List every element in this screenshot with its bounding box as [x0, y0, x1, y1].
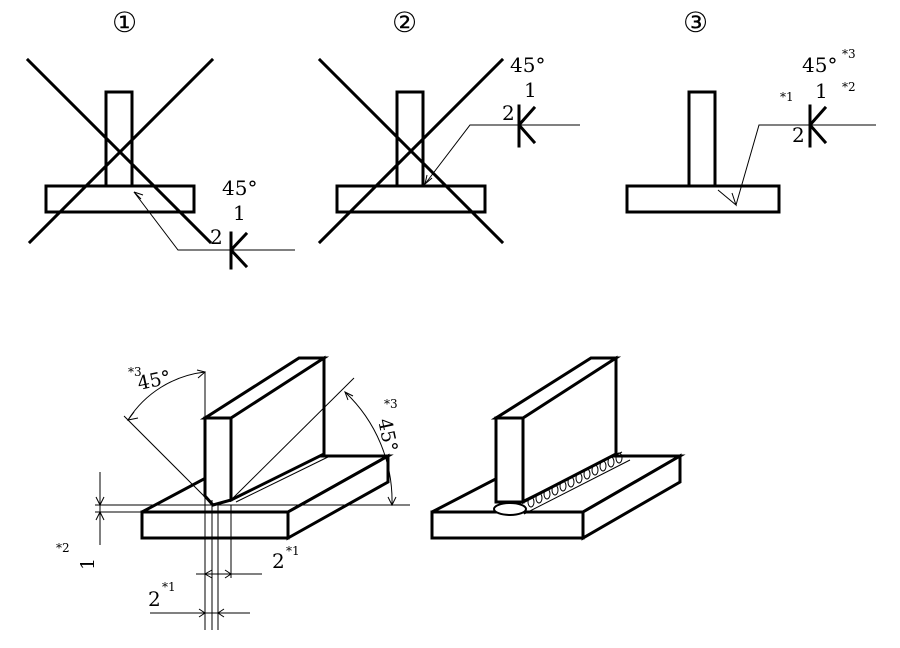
weld-ripple [567, 476, 575, 488]
iso-right-angle-arrow-a [344, 390, 354, 401]
panel-3-root-note: *2 [842, 80, 856, 94]
panel-3-leg-note: *1 [780, 90, 794, 104]
weld-ripple [535, 492, 543, 504]
iso-right-angle-ray [230, 377, 355, 501]
panel-2-leg: 2 [502, 101, 515, 125]
panel-2-leader-line [424, 124, 580, 185]
weld-ripple [527, 496, 535, 508]
iso-welded-joint [430, 355, 686, 541]
weld-ripple [607, 456, 615, 468]
panel-1-root-gap: 1 [233, 201, 246, 225]
panel-2-weld-symbol-bevel [516, 105, 537, 145]
panel-1-leader-arrow [133, 191, 144, 200]
panel-1-angle: 45° [222, 176, 257, 200]
panel-3-leg: 2 [792, 123, 805, 147]
iso-left-web-front [203, 416, 233, 507]
panel-2: ② 45° 1 2 [317, 6, 580, 245]
iso-leg-right-arrow-a [224, 569, 232, 579]
panel-3-base-plate [625, 184, 781, 214]
panel-1-marker: ① [112, 6, 137, 39]
iso-weld-bead-end [493, 502, 527, 516]
panel-3: ③ 45° *3 1 *2 2 *1 [625, 6, 876, 214]
weld-ripple [575, 472, 583, 484]
iso-gap-note: *2 [56, 541, 70, 555]
weld-ripple [583, 468, 591, 480]
weld-ripple [559, 480, 567, 492]
panel-3-web-plate [687, 90, 717, 188]
panel-1-leg: 2 [210, 225, 223, 249]
panel-1-cross-line-b [27, 57, 215, 245]
panel-2-root-gap: 1 [524, 78, 537, 102]
iso-weld-bead-edge-bottom [523, 459, 631, 515]
panel-1-base-plate [44, 184, 196, 214]
iso-left-groove-line-2 [235, 455, 331, 503]
weld-ripple [615, 452, 623, 464]
panel-3-leader-line [735, 124, 876, 206]
panel-2-marker: ② [392, 6, 417, 39]
panel-2-leader-arrow [424, 174, 433, 186]
iso-left-angle-arrow-b [196, 369, 207, 379]
panel-3-angle-note: *3 [842, 47, 856, 61]
panel-2-web-plate [395, 90, 425, 188]
iso-left-base-front [140, 510, 290, 540]
iso-weld-web-top [490, 356, 622, 420]
panel-1-weld-symbol-bevel [228, 231, 249, 269]
iso-weld-bead-ripples [527, 452, 623, 508]
panel-1-web-plate [104, 90, 134, 188]
panel-3-root-gap: 1 [815, 79, 828, 103]
panel-1-leader-line [133, 191, 295, 251]
iso-left-base-side [286, 453, 390, 541]
iso-angle-right: 45° [373, 416, 402, 454]
iso-leg-bottom-arrow-a [198, 608, 206, 618]
panel-2-base-plate [335, 184, 487, 214]
panel-2-angle: 45° [510, 53, 545, 77]
panel-1: ① 45° 1 2 [25, 6, 295, 270]
iso-leg-right-arrow-b [203, 569, 213, 579]
iso-left-angle-ray [123, 415, 214, 506]
weld-ripple [551, 484, 559, 496]
iso-angle-left-note: *3 [128, 365, 142, 379]
iso-right-angle-arrow-b [387, 496, 397, 507]
weld-ripple [591, 464, 599, 476]
iso-gap-arrow-bottom [95, 510, 105, 521]
iso-leg-bottom-note: *1 [162, 580, 176, 594]
panel-3-marker: ③ [683, 6, 708, 39]
panel-3-weld-symbol-bevel [807, 105, 828, 145]
iso-leg-bottom-arrow-b [217, 608, 225, 618]
iso-dimensioned-joint: *3 45° *3 45° *2 1 2 *1 2 *1 [56, 355, 410, 630]
iso-weld-web-front [494, 416, 525, 504]
iso-gap-arrow-top [95, 496, 105, 507]
panel-2-cross-line-b [317, 57, 505, 245]
weld-ripple [543, 488, 551, 500]
iso-weld-base-side [581, 453, 682, 541]
iso-gap-value: 1 [77, 558, 99, 570]
iso-leg-right-note: *1 [286, 544, 300, 558]
panel-3-leader-arrow [717, 189, 738, 207]
panel-3-angle: 45° [802, 53, 837, 77]
iso-right-angle-arc [344, 391, 393, 506]
iso-left-groove-line [230, 453, 325, 501]
weld-ripple [599, 460, 607, 472]
iso-angle-right-note: *3 [384, 397, 398, 411]
iso-left-angle-arrow-a [126, 411, 139, 421]
iso-left-web-top [199, 356, 330, 420]
iso-leg-right: 2 [272, 549, 285, 573]
iso-leg-bottom: 2 [148, 587, 161, 611]
